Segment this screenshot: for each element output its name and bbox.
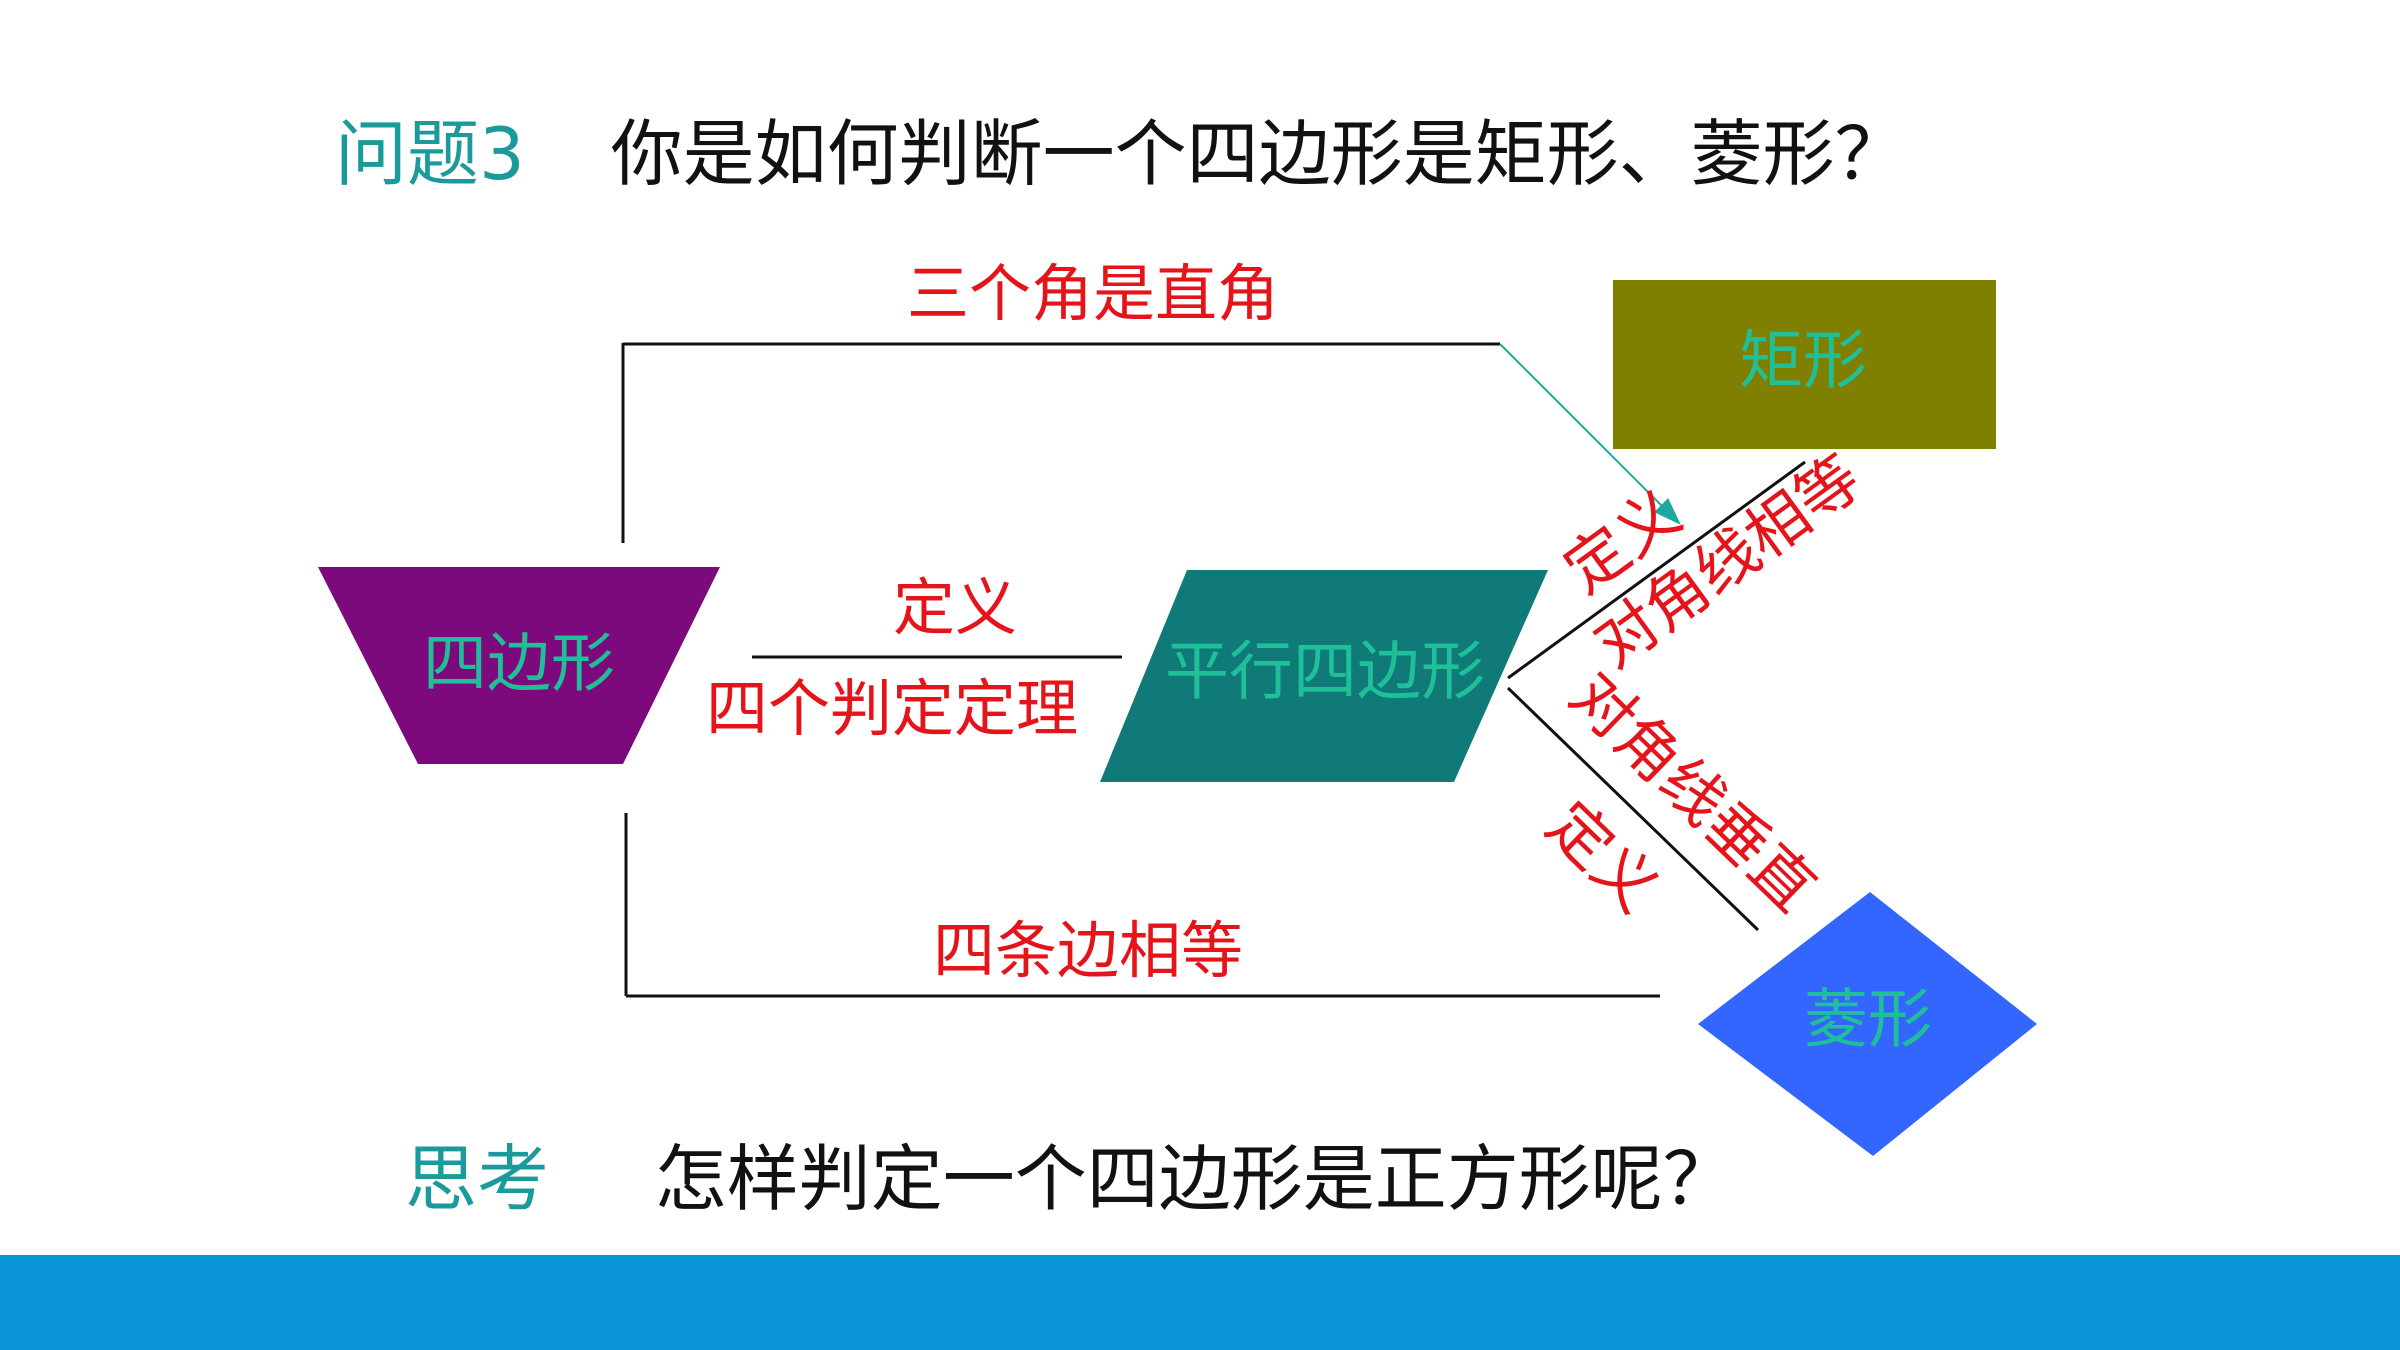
think-label: 思考	[405, 1137, 550, 1221]
think-line: 思考 怎样判定一个四边形是正方形呢？	[405, 1143, 1735, 1215]
quadrilateral-shape	[318, 567, 720, 764]
parallelogram-shape	[1100, 570, 1548, 782]
upper-diagonal-line	[1507, 460, 1806, 680]
lower-diagonal-line	[1506, 686, 1760, 932]
question-label: 问题3	[335, 112, 525, 196]
definition-middle-label: 定义	[893, 571, 1017, 644]
rhombus-shape	[1698, 892, 2037, 1156]
rectangle-label: 矩形	[1739, 325, 1867, 399]
four-equal-sides-label: 四条边相等	[933, 914, 1243, 987]
question-text: 你是如何判断一个四边形是矩形、菱形？	[610, 112, 1907, 196]
think-text: 怎样判定一个四边形是正方形呢？	[654, 1137, 1735, 1221]
quadrilateral-label: 四边形	[423, 628, 615, 702]
footer-bar	[0, 1255, 2400, 1350]
rhombus-label: 菱形	[1804, 984, 1932, 1058]
definition-arrow	[1499, 343, 1681, 525]
rectangle-shape	[1613, 280, 1996, 449]
three-right-angles-label: 三个角是直角	[907, 257, 1279, 330]
four-theorems-label: 四个判定定理	[706, 672, 1078, 745]
definition-lower-label: 定义	[1533, 788, 1673, 927]
question-line: 问题3 你是如何判断一个四边形是矩形、菱形？	[335, 118, 1907, 190]
connector-lines	[621, 342, 1806, 998]
parallelogram-label: 平行四边形	[1165, 636, 1485, 710]
